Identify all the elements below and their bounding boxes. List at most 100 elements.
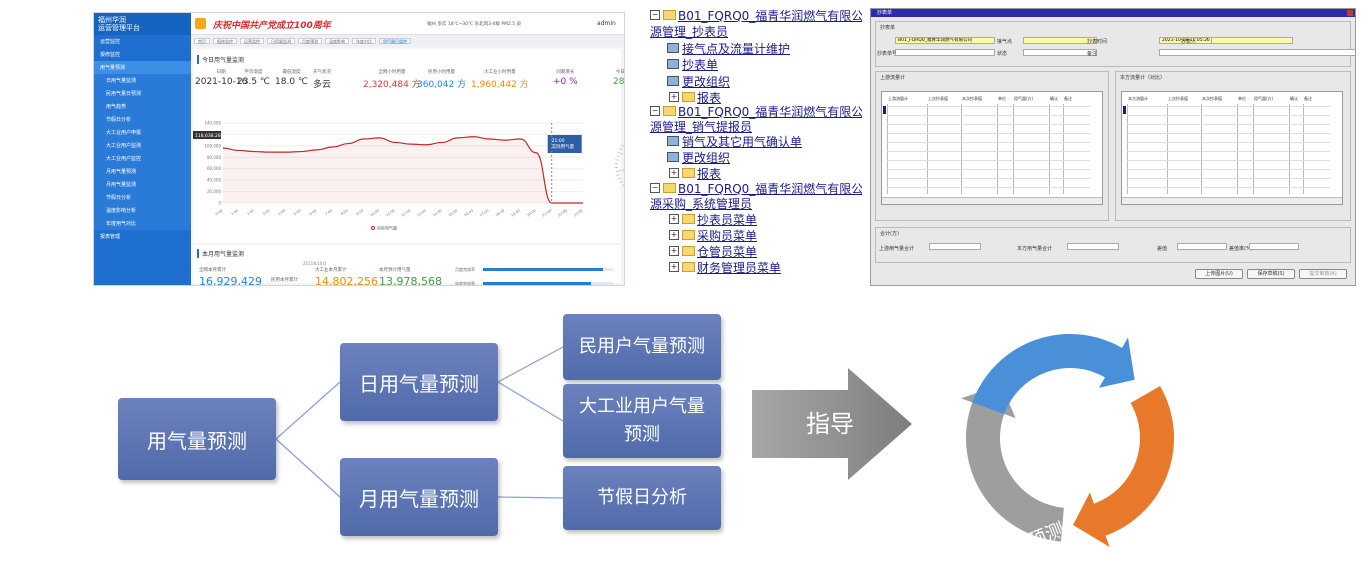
collapse-icon[interactable]: − <box>650 183 660 193</box>
sidebar-item[interactable]: 运营监控 <box>100 39 121 45</box>
tree-item[interactable]: 源管理_抄表员 <box>650 25 729 39</box>
tree-item[interactable]: 源管理_销气提报员 <box>650 120 753 134</box>
tree-item[interactable]: 抄表单 <box>682 58 719 72</box>
form-field-input[interactable] <box>1023 49 1097 56</box>
summary-field-label: 本方用气量合计 <box>1017 246 1053 252</box>
tree-item[interactable]: 源采购_系统管理员 <box>650 197 753 211</box>
form-field-input[interactable] <box>895 49 995 56</box>
collapse-icon[interactable]: − <box>650 10 660 20</box>
tree-item[interactable]: 财务管理员菜单 <box>697 261 782 275</box>
sidebar-item[interactable]: 月用气量监测 <box>94 178 191 191</box>
holiday-leaf-node: 节假日分析 <box>563 466 721 530</box>
horizontal-scrollbar[interactable] <box>1122 197 1342 204</box>
tree-item[interactable]: 采购员菜单 <box>697 229 758 243</box>
menu-icon[interactable] <box>195 18 206 29</box>
sidebar-item[interactable]: 温度影响分析 <box>94 204 191 217</box>
grid-col-divider <box>1049 104 1050 194</box>
form-button[interactable]: 上传图片(U) <box>1195 269 1243 279</box>
x-tick-label: 6:00 <box>309 209 318 217</box>
tab-item[interactable]: 温度影响 <box>325 38 349 44</box>
form-field-input[interactable] <box>1159 49 1355 56</box>
summary-field-input[interactable] <box>1067 243 1119 250</box>
tree-item[interactable]: 销气及其它用气确认单 <box>682 135 803 149</box>
tab-item[interactable]: 日用量监测 <box>267 38 295 44</box>
tab-item[interactable]: 用气量日监控 <box>379 38 411 44</box>
x-tick-label: 7:00 <box>324 209 333 217</box>
expand-icon[interactable]: + <box>669 246 679 256</box>
user-name[interactable]: admin <box>597 20 616 27</box>
summary-label: 合计(方) <box>880 231 899 237</box>
sidebar-item[interactable]: 民用气量日预测 <box>94 87 191 100</box>
window-close-icon[interactable] <box>1347 10 1353 16</box>
sidebar-item[interactable]: 报修监控 <box>100 52 121 58</box>
tab-item[interactable]: 运营监控 <box>240 38 264 44</box>
tree-item[interactable]: 报表 <box>697 91 722 105</box>
connector-line <box>275 381 341 440</box>
form-button[interactable]: 保存草稿(S) <box>1247 269 1295 279</box>
tree-item[interactable]: B01_FQRQ0_福青华润燃气有限公司_气 <box>678 182 862 196</box>
sidebar-item[interactable]: 年度用气对比 <box>94 217 191 230</box>
tab-item[interactable]: 首页 <box>194 38 210 44</box>
x-tick-label: 4:00 <box>277 209 286 217</box>
expand-icon[interactable]: + <box>669 230 679 240</box>
page-icon <box>667 136 679 146</box>
sidebar-item[interactable]: 用气量预测 <box>94 61 191 74</box>
tree-item[interactable]: 更改组织 <box>682 75 731 89</box>
section-title-month: 本月用气量监测 <box>197 249 244 258</box>
kpi-value: 1,960,442 方 <box>471 80 529 90</box>
gauge-tick <box>616 155 620 157</box>
sidebar-item[interactable]: 大工业用户申报 <box>94 126 191 139</box>
horizontal-scrollbar[interactable] <box>882 197 1102 204</box>
gauge-tick <box>619 180 623 184</box>
sidebar-item[interactable]: 月用气量预测 <box>94 165 191 178</box>
tree-item[interactable]: 抄表员菜单 <box>697 213 758 227</box>
sidebar-item[interactable]: 用气趋势 <box>94 100 191 113</box>
gauge-tick <box>615 170 622 172</box>
resident-leaf-label: 民用户气量预测 <box>579 336 705 357</box>
month-kpi-value: 16,929,429 <box>199 275 262 286</box>
x-tick-label: 21:00 <box>542 209 553 218</box>
form-field-input[interactable] <box>1211 37 1293 44</box>
tree-item[interactable]: 报表 <box>697 167 722 181</box>
row-selector[interactable] <box>883 106 886 114</box>
form-field-input[interactable]: B01_FQRQ0_福青华润燃气有限公司 <box>895 37 995 44</box>
expand-icon[interactable]: + <box>669 92 679 102</box>
meter-grid: 本方流量计上次抄表值本次抄表值单位用气量(方)确认备注 <box>1121 91 1343 205</box>
tree-item[interactable]: B01_FQRQ0_福青华润燃气有限公司_气 <box>678 105 862 119</box>
form-field-input[interactable] <box>1023 37 1097 44</box>
sidebar-item[interactable]: 日用气量监测 <box>94 74 191 87</box>
collapse-icon[interactable]: − <box>650 106 660 116</box>
sidebar-item[interactable]: 节假日分析 <box>94 113 191 126</box>
expand-icon[interactable]: + <box>669 214 679 224</box>
form-button[interactable]: 提交审核(A) <box>1299 269 1347 279</box>
kpi-label: 全网小时用量 <box>378 70 406 75</box>
cycle-arrow-dispatch <box>1073 386 1174 548</box>
expand-icon[interactable]: + <box>669 262 679 272</box>
month-kpi-label: 民用本月累计 <box>271 278 298 283</box>
sidebar-item[interactable]: 大工业用户监测 <box>94 139 191 152</box>
tree-item[interactable]: 仓管员菜单 <box>697 245 758 259</box>
tab-item[interactable]: 月度预测 <box>298 38 322 44</box>
kpi-value: 280,796 方 <box>613 77 625 87</box>
summary-field-input[interactable] <box>1177 243 1227 250</box>
grid-row-line <box>887 106 1090 107</box>
kpi-value: 23.5 ℃ <box>237 77 271 87</box>
sidebar-item[interactable]: 节假日分析 <box>94 191 191 204</box>
sidebar-item[interactable]: 大工业用户监控 <box>94 152 191 165</box>
x-tick-label: 8:00 <box>340 209 349 217</box>
grid-row-line <box>887 151 1090 152</box>
expand-icon[interactable]: + <box>669 168 679 178</box>
kpi-item: 天气状况多云 <box>313 69 331 90</box>
summary-field-input[interactable] <box>1249 243 1299 250</box>
summary-field-input[interactable] <box>929 243 981 250</box>
tab-item[interactable]: 报修监控 <box>213 38 237 44</box>
tab-item[interactable]: 年度对比 <box>352 38 376 44</box>
tree-item[interactable]: 更改组织 <box>682 151 731 165</box>
tree-item[interactable]: B01_FQRQ0_福青华润燃气有限公司_气 <box>678 9 862 23</box>
tree-item[interactable]: 接气点及流量计维护 <box>682 42 791 56</box>
sidebar-item[interactable]: 报表管理 <box>100 234 121 240</box>
row-selector[interactable] <box>1123 106 1126 114</box>
